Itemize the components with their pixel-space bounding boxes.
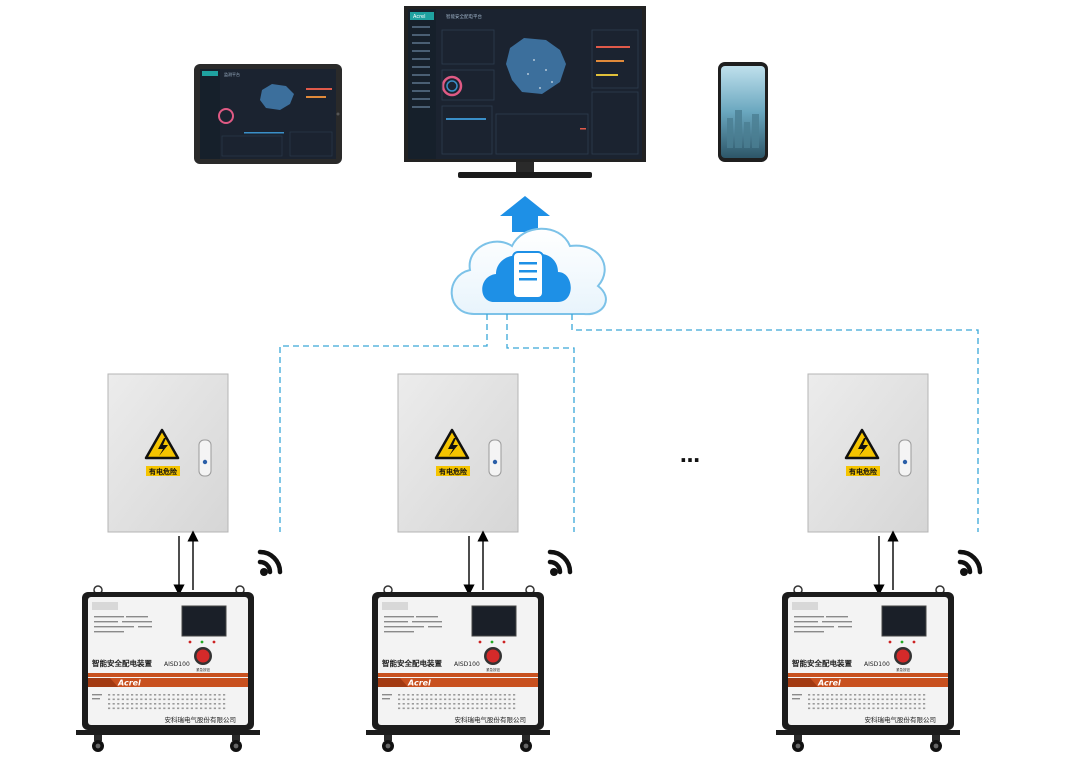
- cloud-icon: [450, 227, 607, 316]
- company-name: 安科瑞电气股份有限公司: [165, 715, 237, 724]
- brand-logo: Acrel: [117, 679, 141, 688]
- distribution-box: 有电危险: [107, 373, 229, 533]
- door-handle[interactable]: [488, 439, 502, 477]
- ellipsis: …: [680, 443, 700, 467]
- company-name: 安科瑞电气股份有限公司: [865, 715, 937, 724]
- network-links: [279, 314, 979, 532]
- phone-device: [718, 62, 768, 162]
- brand-logo: Acrel: [817, 679, 841, 688]
- wifi-icon: [960, 552, 980, 576]
- device-display: [181, 605, 227, 637]
- door-handle[interactable]: [898, 439, 912, 477]
- emergency-button-label: 紧急按钮: [196, 667, 210, 672]
- device-display: [881, 605, 927, 637]
- server-icon: [512, 251, 544, 299]
- caster-wheels: [382, 740, 532, 752]
- device-name: 智能安全配电装置: [382, 658, 442, 668]
- emergency-button-label: 紧急按钮: [486, 667, 500, 672]
- high-voltage-warning-icon: [844, 428, 880, 460]
- emergency-stop-button[interactable]: [894, 647, 912, 665]
- wifi-icon: [260, 552, 280, 576]
- device-model: AISD100: [454, 661, 480, 668]
- device-display: [471, 605, 517, 637]
- company-name: 安科瑞电气股份有限公司: [455, 715, 527, 724]
- vent-grille: [398, 694, 516, 710]
- device-name: 智能安全配电装置: [792, 658, 852, 668]
- tablet-screen-title: 监测平台: [224, 71, 240, 77]
- emergency-stop-button[interactable]: [484, 647, 502, 665]
- upload-arrow-icon: [500, 196, 550, 232]
- warning-label: 有电危险: [849, 467, 878, 476]
- device-model: AISD100: [164, 661, 190, 668]
- monitor-device: Acrel 智能安全配电平台: [404, 6, 646, 178]
- door-handle[interactable]: [198, 439, 212, 477]
- high-voltage-warning-icon: [434, 428, 470, 460]
- wifi-icon: [550, 552, 570, 576]
- caster-wheels: [92, 740, 242, 752]
- warning-label: 有电危险: [439, 467, 468, 476]
- high-voltage-warning-icon: [144, 428, 180, 460]
- monitor-screen-title: 智能安全配电平台: [446, 13, 482, 20]
- device-model: AISD100: [864, 661, 890, 668]
- vent-grille: [808, 694, 926, 710]
- warning-label: 有电危险: [149, 467, 178, 476]
- emergency-button-label: 紧急按钮: [896, 667, 910, 672]
- emergency-stop-button[interactable]: [194, 647, 212, 665]
- distribution-box: 有电危险: [397, 373, 519, 533]
- tablet-device: 监测平台: [194, 64, 342, 164]
- device-name: 智能安全配电装置: [92, 658, 152, 668]
- distribution-box: 有电危险: [807, 373, 929, 533]
- vent-grille: [108, 694, 226, 710]
- monitor-logo: Acrel: [413, 14, 426, 20]
- caster-wheels: [792, 740, 942, 752]
- brand-logo: Acrel: [407, 679, 431, 688]
